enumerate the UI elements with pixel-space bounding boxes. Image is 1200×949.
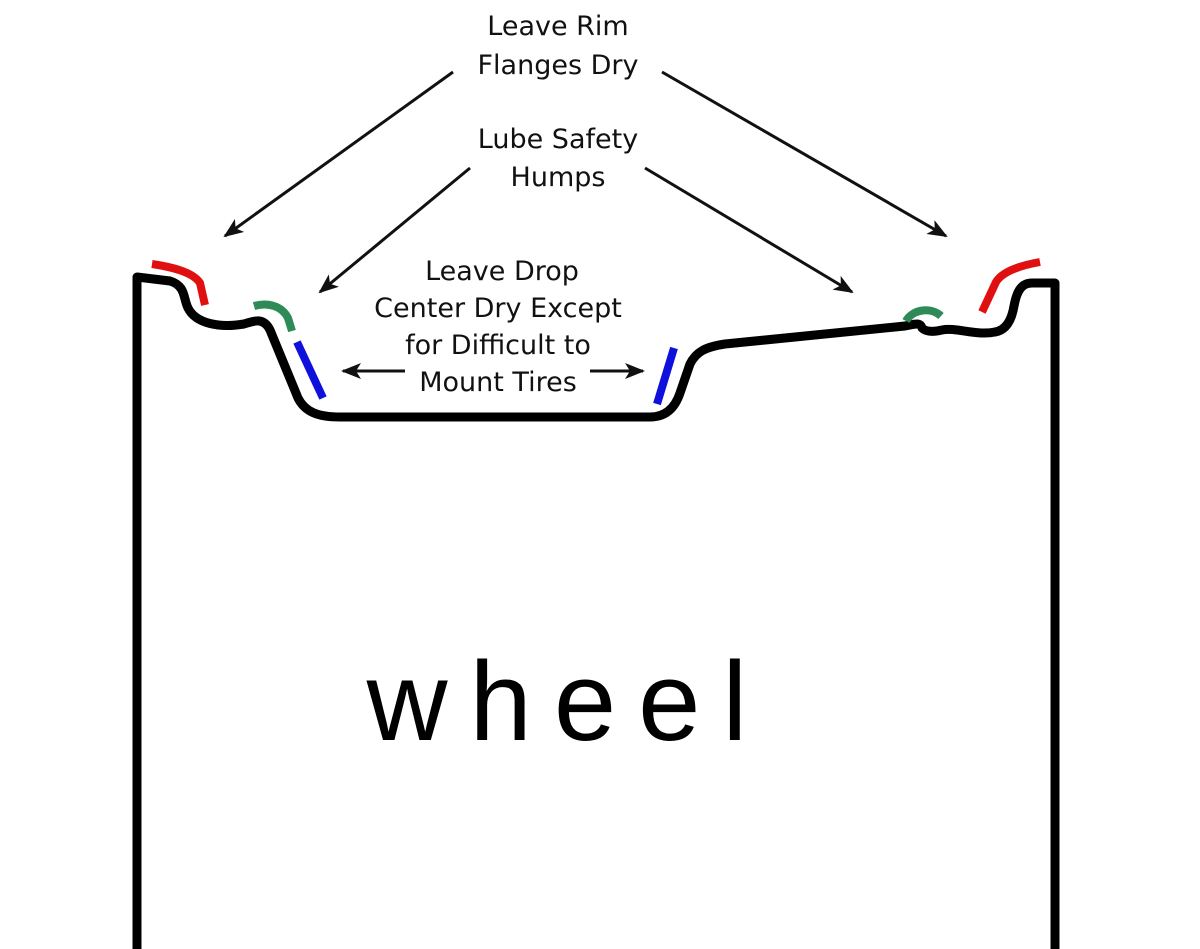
safety-hump-left-mark (252, 300, 296, 333)
arrow-safety-hump-right (644, 166, 854, 294)
safety-hump-right-mark (902, 306, 944, 324)
safety-humps-label-line1: Lube Safety (478, 124, 638, 155)
rim-flange-right-mark (978, 258, 1041, 314)
rim-flange-left-mark (151, 260, 209, 306)
wheel-rim-outline (132, 272, 1060, 949)
safety-humps-label-line2: Humps (511, 162, 606, 193)
drop-center-label-line4: Mount Tires (419, 367, 577, 398)
arrow-rim-flange-left (223, 70, 454, 238)
drop-center-left-mark (293, 340, 327, 400)
rim-flanges-label-line1: Leave Rim (487, 11, 628, 42)
drop-center-label-line1: Leave Drop (425, 256, 579, 287)
rim-flanges-label-line2: Flanges Dry (478, 50, 639, 81)
arrow-rim-flange-right (661, 70, 948, 238)
wheel-label: wheel (366, 639, 770, 764)
drop-center-label-line2: Center Dry Except (374, 293, 622, 324)
drop-center-right-mark (653, 346, 678, 406)
arrow-safety-hump-left (318, 166, 471, 294)
drop-center-label-line3: for Difficult to (405, 330, 591, 361)
